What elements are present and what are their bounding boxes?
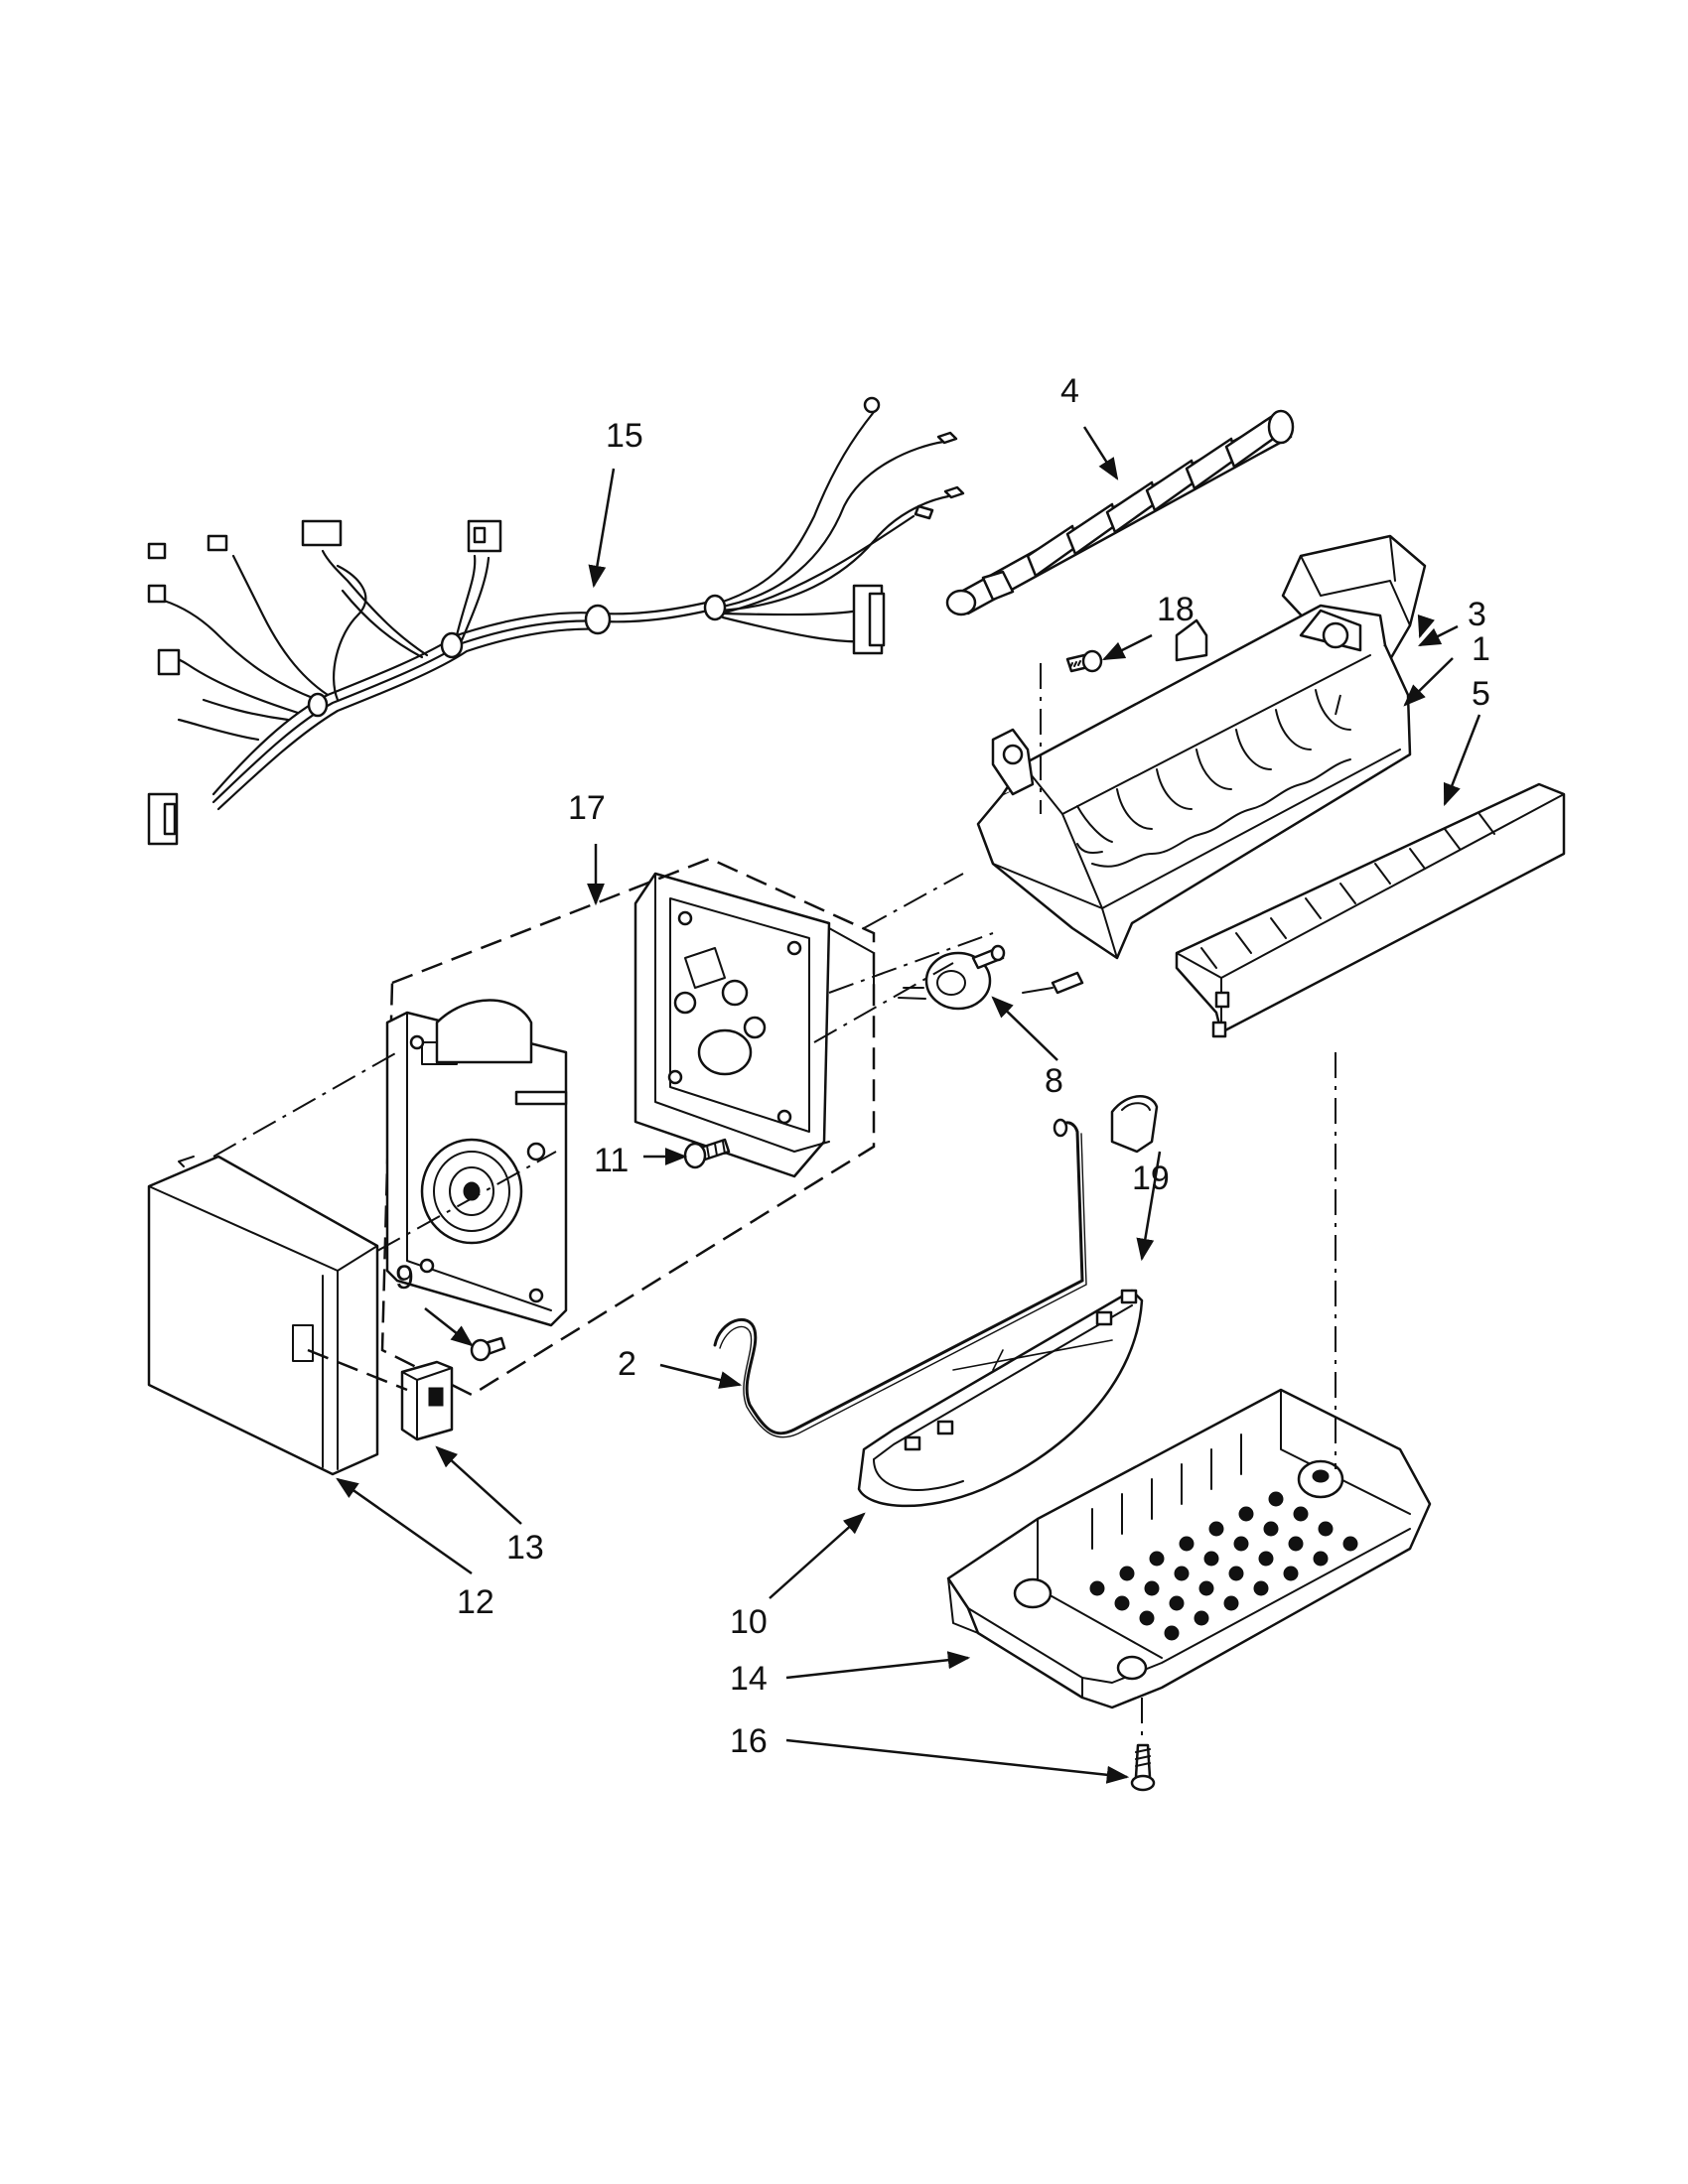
callout-13: 13 xyxy=(506,1529,544,1567)
callout-14: 14 xyxy=(730,1660,768,1698)
assembly-boundary-17 xyxy=(380,857,876,1397)
screw-part-16 xyxy=(1130,1743,1156,1792)
callout-17: 17 xyxy=(568,789,606,827)
bracket-base-part-14 xyxy=(946,1388,1432,1709)
callout-16: 16 xyxy=(730,1722,768,1760)
assembly-guide-lines xyxy=(212,663,1341,1742)
callout-1: 1 xyxy=(1472,630,1490,668)
callout-8: 8 xyxy=(1045,1062,1063,1100)
callout-15: 15 xyxy=(606,417,643,455)
heater-part-10 xyxy=(857,1289,1144,1508)
screw-part-11 xyxy=(683,1138,731,1169)
callout-5: 5 xyxy=(1472,675,1490,713)
callout-labels: 4 15 18 3 1 5 17 8 11 19 9 2 13 12 10 14… xyxy=(395,372,1490,1760)
callout-18: 18 xyxy=(1157,591,1195,628)
callout-3: 3 xyxy=(1468,596,1486,633)
motor-gear-plate xyxy=(385,999,568,1327)
callout-2: 2 xyxy=(618,1345,636,1383)
shutoff-arm-part-2 xyxy=(713,1118,1087,1438)
callout-12: 12 xyxy=(457,1583,494,1621)
ejector-shaft-part-4 xyxy=(945,409,1295,616)
module-housing-part-17 xyxy=(633,872,875,1178)
wire-harness-part-15 xyxy=(147,396,965,846)
callout-11: 11 xyxy=(594,1142,629,1179)
screw-part-9 xyxy=(470,1336,506,1362)
stripper-part-5 xyxy=(1175,782,1566,1038)
switch-dash-link xyxy=(307,1348,408,1392)
ice-mold-part-1 xyxy=(976,604,1412,960)
callout-4: 4 xyxy=(1060,372,1079,410)
thermostat-part-8 xyxy=(898,944,1084,1011)
callout-10: 10 xyxy=(730,1603,768,1641)
callout-9: 9 xyxy=(395,1259,414,1297)
cover-part-12 xyxy=(147,1155,379,1476)
leader-lines xyxy=(336,426,1481,1784)
screw-part-18 xyxy=(1065,649,1103,673)
callout-19: 19 xyxy=(1132,1160,1170,1197)
switch-part-13 xyxy=(400,1360,454,1441)
clip-part-19 xyxy=(1110,1095,1159,1154)
pin-array xyxy=(1089,1491,1358,1641)
